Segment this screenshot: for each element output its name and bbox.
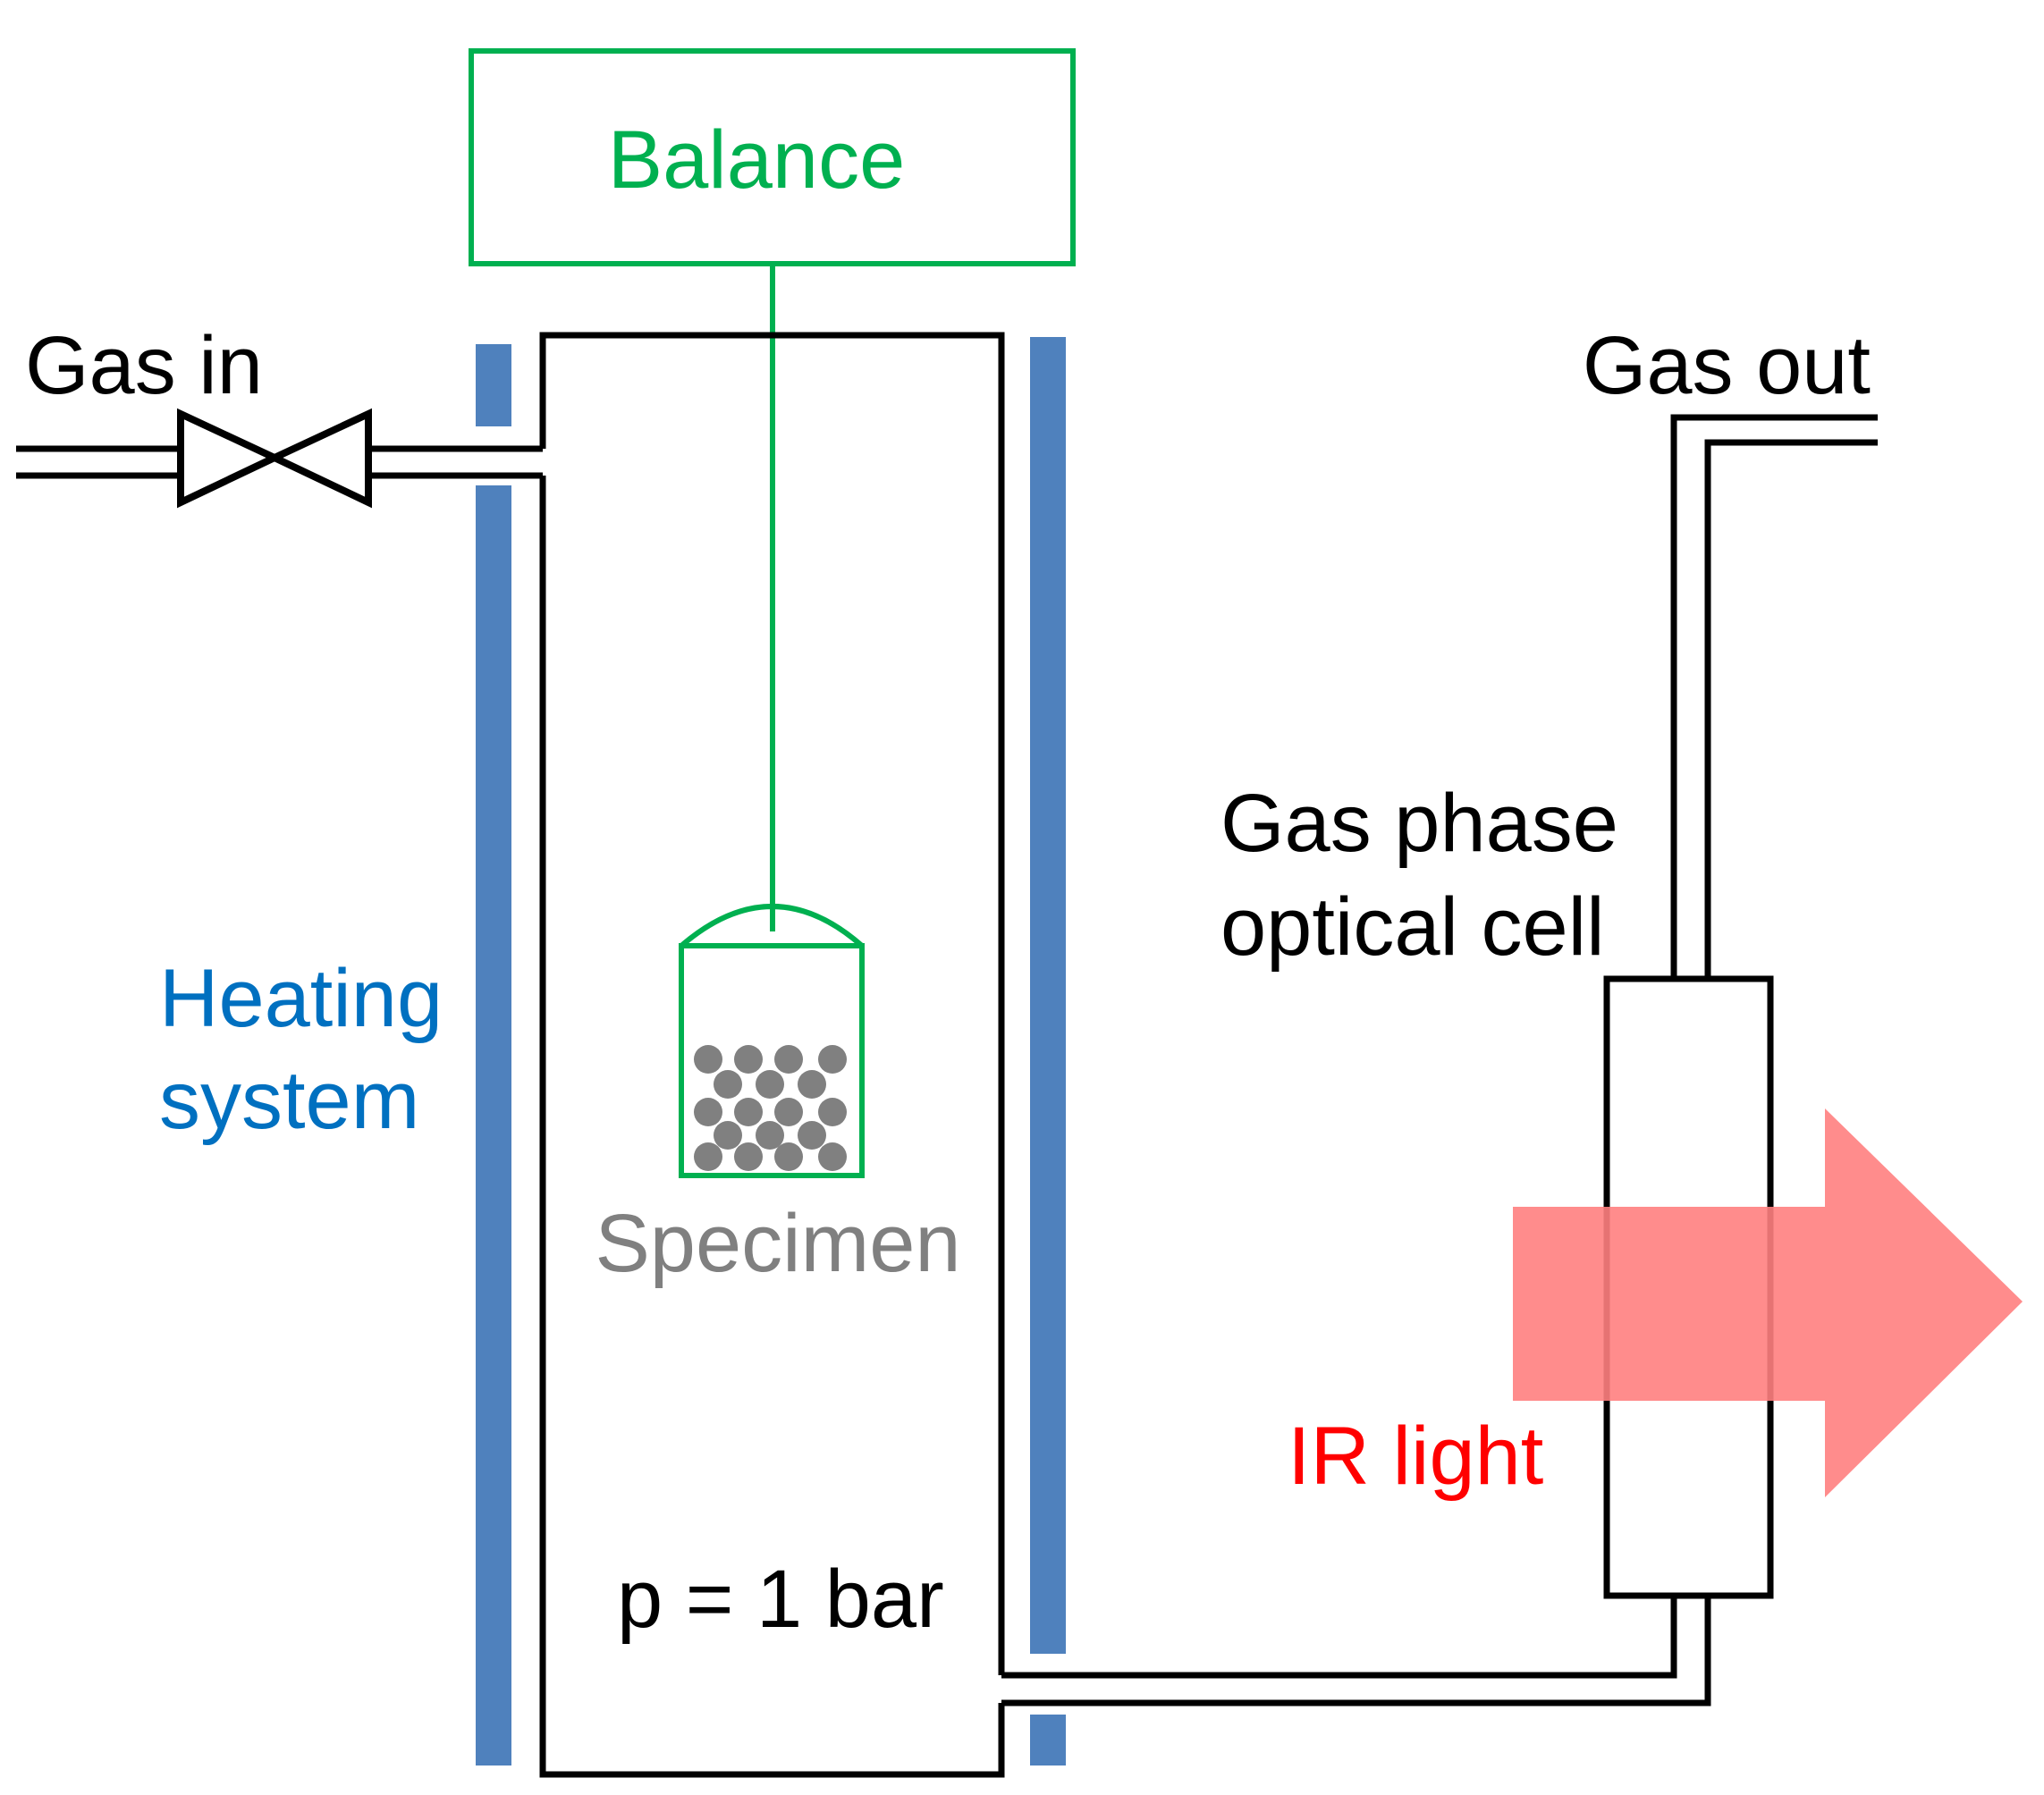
transfer-pipe [1001, 1596, 1711, 1707]
gas-inlet-pipe [16, 445, 543, 479]
heater-left-lower [476, 485, 511, 1766]
balance-label: Balance [608, 114, 905, 206]
heating-system [476, 337, 1066, 1766]
specimen-particles [694, 1045, 847, 1171]
specimen-label: Specimen [595, 1198, 960, 1289]
heater-right-lower [1030, 1715, 1066, 1766]
ir-light-arrow [1513, 1108, 2023, 1497]
optical-cell-label-line2: optical cell [1220, 881, 1605, 973]
specimen-crucible [679, 904, 865, 1178]
gas-in-label: Gas in [25, 320, 263, 411]
crucible-body [679, 943, 865, 1178]
reaction-chamber [539, 332, 1005, 1778]
valve-icon [177, 408, 372, 509]
gas-out-label: Gas out [1583, 320, 1871, 411]
optical-cell-label-line1: Gas phase [1220, 778, 1618, 869]
pressure-label: p = 1 bar [617, 1554, 944, 1645]
heating-label-line2: system [159, 1055, 419, 1146]
heating-label-line1: Heating [159, 953, 443, 1044]
heater-right-upper [1030, 337, 1066, 1654]
ir-light-label: IR light [1288, 1411, 1543, 1502]
crucible-lid [680, 904, 864, 948]
gas-outlet-pipe [1670, 414, 1878, 979]
heater-left-upper [476, 344, 511, 426]
